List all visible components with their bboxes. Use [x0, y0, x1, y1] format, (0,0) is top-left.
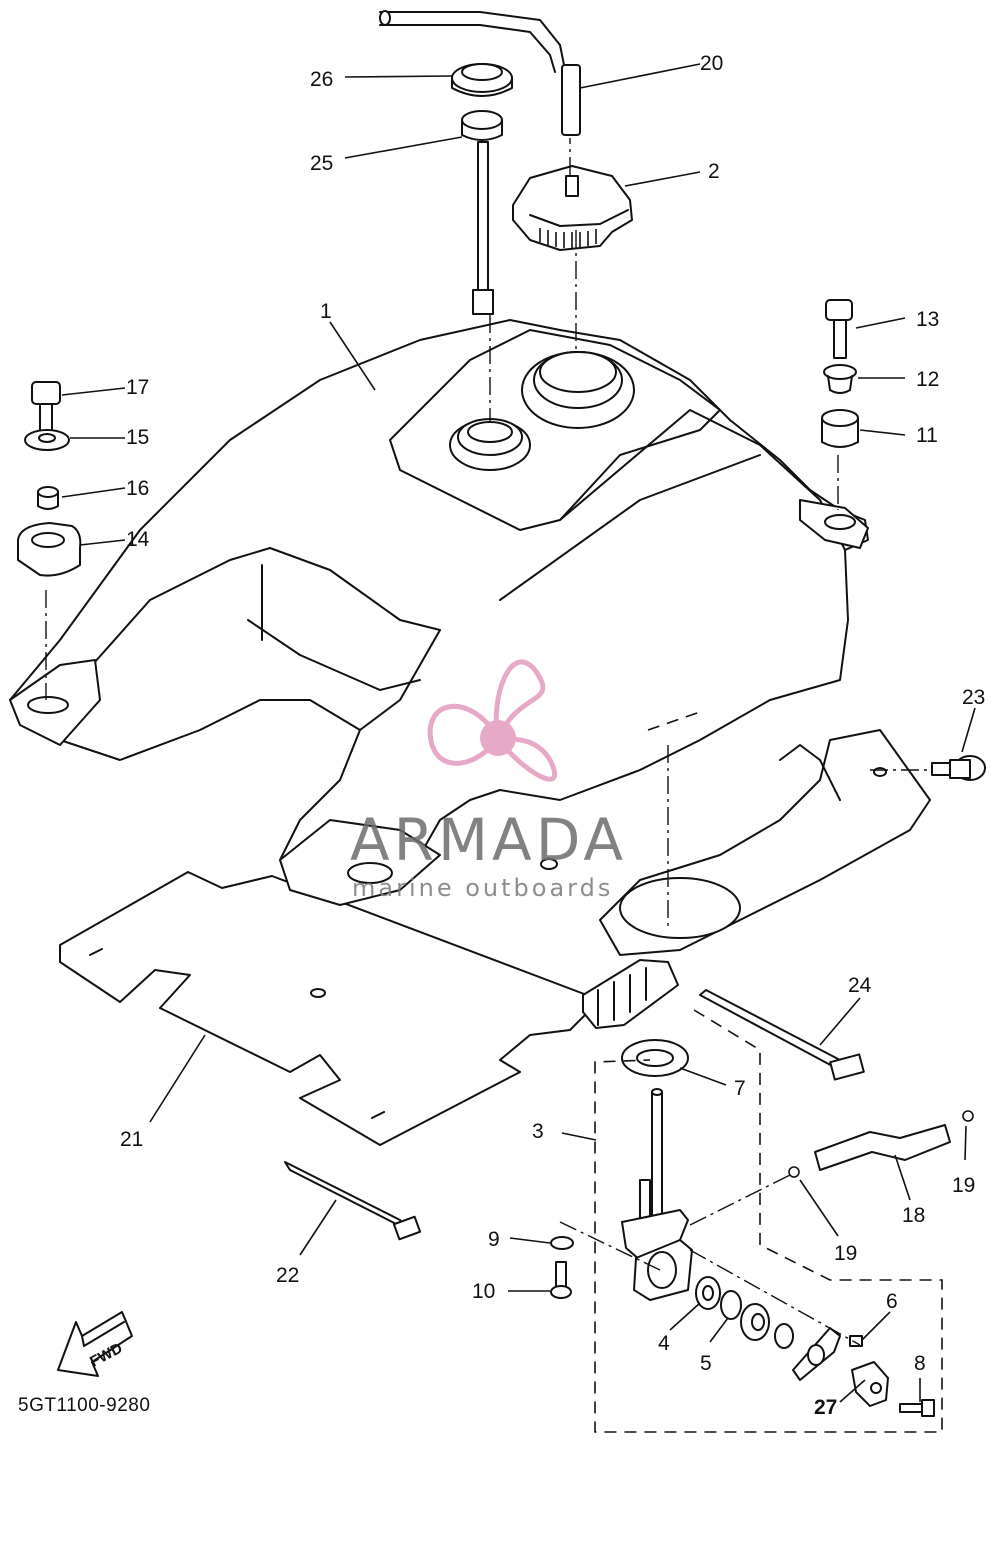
fuel-hose-part — [814, 1124, 951, 1171]
callout-10: 10 — [472, 1280, 495, 1303]
sender-neck — [449, 418, 531, 471]
damper-14-part — [17, 522, 82, 577]
grommet-26-part — [451, 63, 513, 97]
screw-8-part — [899, 1399, 935, 1417]
cover-plate-part — [792, 1327, 841, 1381]
callout-5: 5 — [700, 1352, 712, 1375]
propeller-logo-icon — [427, 659, 558, 782]
callout-19-right: 19 — [952, 1174, 975, 1197]
tank-cover-part — [540, 729, 931, 956]
callout-12: 12 — [916, 368, 939, 391]
clip-19-part — [788, 1110, 974, 1178]
callout-7: 7 — [734, 1077, 746, 1100]
hose-holder-part — [582, 959, 679, 1029]
callout-4: 4 — [658, 1332, 670, 1355]
watermark-tagline: marine outboards — [352, 874, 613, 902]
screw-10-part — [550, 1261, 572, 1299]
callout-9: 9 — [488, 1228, 500, 1251]
callout-19-center: 19 — [834, 1242, 857, 1265]
fuel-cap-part — [512, 165, 633, 251]
callout-labels: 1 2 3 4 5 6 7 8 9 10 11 12 13 14 15 16 1… — [120, 52, 985, 1419]
callout-22: 22 — [276, 1264, 299, 1287]
cable-tie-22-part — [284, 1161, 422, 1241]
bolt-13-part — [825, 299, 853, 359]
breather-hose-part — [379, 10, 581, 136]
callout-18: 18 — [902, 1204, 925, 1227]
fwd-arrow-icon: FWD — [57, 1311, 133, 1377]
callout-27: 27 — [814, 1396, 837, 1419]
callout-23: 23 — [962, 686, 985, 709]
callout-2: 2 — [708, 160, 720, 183]
callout-17: 17 — [126, 376, 149, 399]
callout-6: 6 — [886, 1290, 898, 1313]
callout-16: 16 — [126, 477, 149, 500]
washer-15-part — [24, 429, 70, 451]
callout-25: 25 — [310, 152, 333, 175]
o-ring-5-part — [720, 1290, 742, 1320]
packing-7-part — [621, 1039, 689, 1077]
screw-6-part — [849, 1335, 863, 1347]
fuel-tank-part — [9, 319, 869, 906]
callout-20: 20 — [700, 52, 723, 75]
watermark-brand: ARMADA — [350, 806, 627, 874]
callout-26: 26 — [310, 68, 333, 91]
callout-24: 24 — [848, 974, 872, 997]
bottom-plate-part — [59, 871, 601, 1146]
part-code: 5GT1100-9280 — [18, 1395, 150, 1416]
knob-27-part — [851, 1361, 889, 1407]
washer-9-part — [550, 1236, 574, 1250]
fuel-gauge-sender-part — [461, 110, 503, 315]
damper-11-part — [821, 409, 859, 448]
collar-16-part — [37, 486, 59, 510]
callout-14: 14 — [126, 528, 150, 551]
leader-lines — [61, 63, 976, 1403]
spring-washer-part — [774, 1323, 794, 1349]
cable-tie-24-part — [699, 989, 865, 1081]
filler-neck — [521, 351, 635, 429]
bolt-23-part — [931, 755, 986, 781]
callout-15: 15 — [126, 426, 149, 449]
callout-11: 11 — [916, 424, 938, 447]
fuel-cock-part — [621, 1088, 693, 1301]
valve-lever-part — [740, 1303, 770, 1341]
callout-1: 1 — [320, 300, 332, 323]
callout-21: 21 — [120, 1128, 143, 1151]
armada-watermark: ARMADA marine outboards — [350, 659, 627, 902]
callout-8: 8 — [914, 1352, 926, 1375]
filter-4-part — [695, 1276, 721, 1310]
callout-13: 13 — [916, 308, 939, 331]
callout-3: 3 — [532, 1120, 544, 1143]
collar-12-part — [823, 364, 857, 394]
